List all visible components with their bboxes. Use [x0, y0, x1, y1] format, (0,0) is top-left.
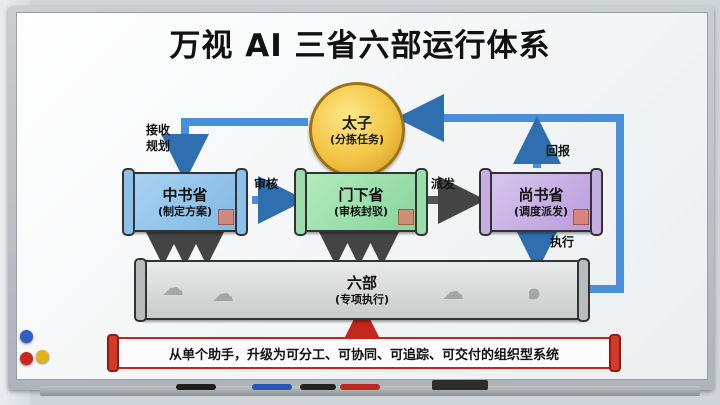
blue-marker-icon [252, 384, 292, 390]
black-marker-icon [300, 384, 336, 390]
black-marker-icon [176, 384, 216, 390]
edge-label-receive-plan: 接收 规划 [146, 123, 171, 153]
seal-icon [573, 209, 589, 225]
eraser-icon [432, 380, 488, 390]
page-title: 万视 AI 三省六部运行体系 [169, 28, 551, 64]
yellow-magnet-icon [36, 350, 49, 363]
summary-banner: 从单个助手，升级为可分工、可协同、可追踪、可交付的组织型系统 [107, 334, 621, 372]
node-taizi-name: 太子 [341, 114, 372, 132]
node-menxia-role: (审核封驳) [333, 204, 389, 218]
blue-magnet-icon [20, 330, 33, 343]
cloud-icon: ☁ [162, 276, 184, 301]
whiteboard-tray [40, 386, 700, 396]
red-marker-icon [340, 384, 380, 390]
node-shangshu-name: 尚书省 [518, 185, 564, 204]
node-shangshu: 尚书省 (调度派发) [479, 168, 603, 236]
node-zhongshu-role: (制定方案) [157, 204, 213, 218]
edge-label-dispatch: 派发 [431, 177, 456, 191]
cloud-icon: ☁ [212, 282, 234, 307]
edge-label-report-back: 回报 [546, 144, 571, 158]
summary-banner-text: 从单个助手，升级为可分工、可协同、可追踪、可交付的组织型系统 [168, 347, 559, 363]
node-menxia: 门下省 (审核封驳) [294, 168, 428, 236]
arrows-zhongshu-down [145, 230, 225, 266]
node-shangshu-role: (调度派发) [513, 204, 569, 218]
node-zhongshu-name: 中书省 [162, 185, 208, 204]
edge-label-review: 审核 [254, 177, 279, 191]
node-liubu-name: 六部 [346, 273, 377, 292]
arrow-taizi-to-zhongshu [161, 118, 308, 182]
node-zhongshu: 中书省 (制定方案) [122, 168, 248, 236]
edge-label-execute: 执行 [550, 235, 575, 249]
dragon-icon: ๑ [527, 280, 541, 305]
node-liubu-role: (专项执行) [334, 292, 390, 306]
seal-icon [398, 209, 414, 225]
node-taizi-role: (分拣任务) [329, 133, 385, 146]
seal-icon [218, 209, 234, 225]
node-menxia-name: 门下省 [338, 185, 384, 204]
red-magnet-icon [20, 352, 33, 365]
cloud-icon: ☁ [442, 280, 464, 305]
arrows-menxia-down [318, 230, 400, 266]
node-taizi: 太子 (分拣任务) [309, 82, 405, 178]
node-liubu: ☁ ☁ ☁ ๑ 六部 (专项执行) [134, 258, 590, 322]
